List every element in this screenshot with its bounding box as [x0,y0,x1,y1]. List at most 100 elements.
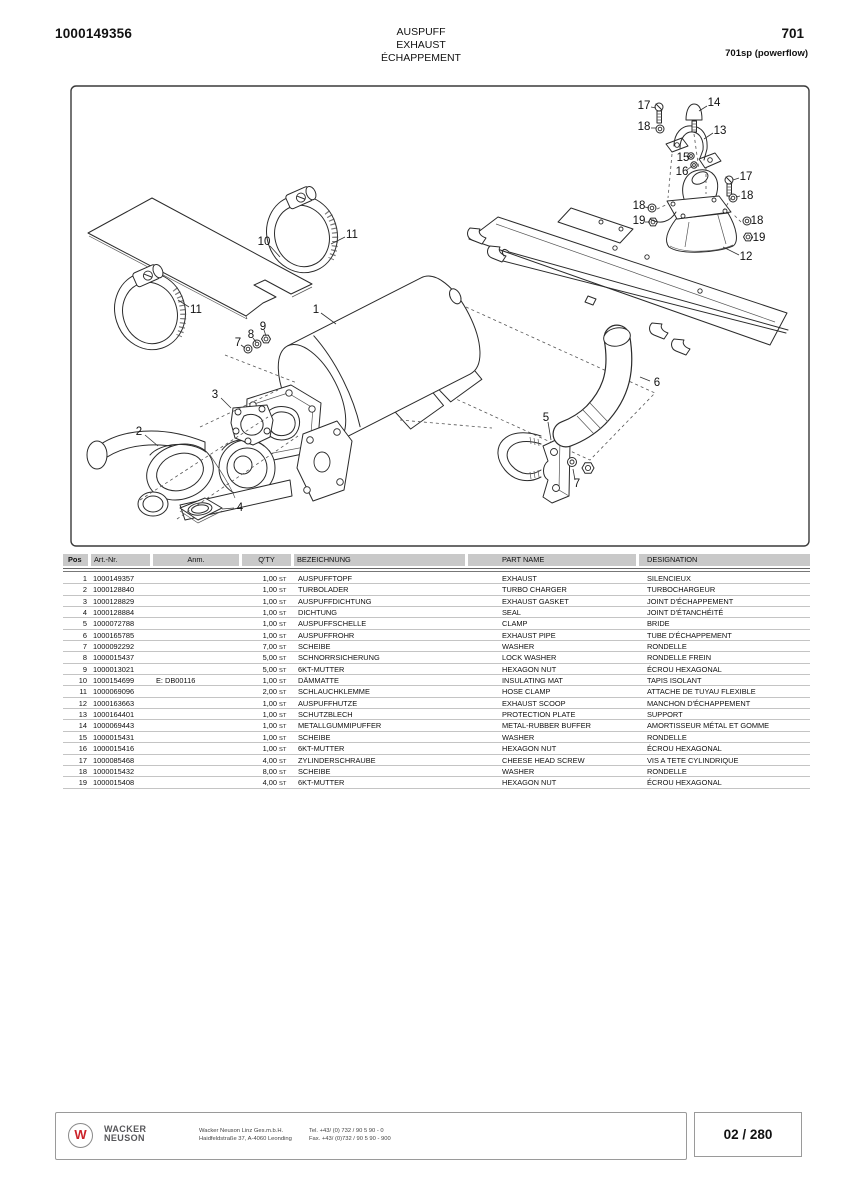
cell-partname: EXHAUST SCOOP [502,698,566,708]
part-callout-number: 18 [633,200,646,212]
cell-artnr: 1000015431 [93,732,135,742]
callout-leader [252,337,257,343]
part-callout-number: 17 [638,100,651,112]
cell-anm: E: DB00116 [156,676,196,686]
part-callout-number: 11 [346,229,358,241]
cell-artnr: 1000128829 [93,596,135,606]
cell-anm [153,573,242,583]
cell-artnr: 1000015408 [93,778,135,788]
cheese-head-screw-right-part [724,175,734,197]
part-callout-number: 3 [212,389,218,401]
callout-leader [686,155,691,158]
cell-artnr: 1000072788 [93,619,135,629]
cell-pos: 9 [82,664,87,674]
col-header-partname: PART NAME [468,554,636,566]
cell-partname: LOCK WASHER [502,653,557,663]
group-code: 701 [781,26,804,41]
cell-partname: EXHAUST GASKET [502,596,569,606]
callout-leader [698,105,708,112]
cell-designation: BRIDE [647,619,670,629]
cell-pos: 3 [82,596,87,606]
cell-pos: 19 [78,778,87,788]
col-header-qty: Q'TY [242,554,291,566]
callout-leader [320,312,337,325]
cell-anm [153,607,242,617]
cell-partname: WASHER [502,732,535,742]
cell-designation: RONDELLE [647,732,687,742]
cell-bezeichnung: SCHEIBE [298,732,331,742]
cell-anm [153,720,242,730]
callout-leader [144,434,159,447]
callout-leader [650,106,657,109]
cell-designation: TAPIS ISOLANT [647,676,702,686]
cell-partname: EXHAUST [502,574,537,583]
cheese-head-screw-top-part [654,102,664,124]
cell-pos: 13 [78,710,87,720]
insulating-mat-part [87,197,313,320]
metal-rubber-buffer-part [685,103,703,133]
cell-pos: 15 [78,732,87,742]
cell-partname: HEXAGON NUT [502,778,557,788]
title-french: ÉCHAPPEMENT [381,52,461,64]
cell-anm [153,755,242,765]
col-header-anm: Anm. [153,554,239,566]
callout-leader [263,329,267,337]
header-divider [63,568,810,572]
callout-leader [750,236,754,239]
cell-partname: EXHAUST PIPE [502,630,556,640]
cell-partname: INSULATING MAT [502,676,563,686]
muffler-part [245,275,483,463]
company-tel: Tel. +43/ (0) 732 / 90 5 90 - 0 [309,1128,384,1134]
cell-bezeichnung: AUSPUFFSCHELLE [298,619,367,629]
exhaust-gasket-part [230,404,274,446]
cell-bezeichnung: SCHEIBE [298,642,331,652]
cell-anm [153,596,242,606]
cell-designation: VIS A TETE CYLINDRIQUE [647,755,739,765]
cell-designation: ATTACHE DE TUYAU FLEXIBLE [647,687,756,697]
small-hardware-washers-nuts [647,124,753,242]
cell-bezeichnung: ZYLINDERSCHRAUBE [298,755,376,765]
wacker-neuson-logo: W [68,1123,93,1148]
callout-leader [644,206,650,209]
company-street: Haidfeldstraße 37, A-4060 Leonding [199,1136,292,1142]
cell-artnr: 1000163663 [93,698,135,708]
cell-anm [153,630,242,640]
cell-pos: 8 [82,653,87,663]
callout-leader [703,132,714,140]
cell-pos: 2 [82,585,87,595]
hose-clamp-left-part [114,263,187,351]
cell-designation: RONDELLE [647,766,687,776]
turbocharger-part [86,420,353,521]
cell-artnr: 1000128884 [93,608,135,618]
cell-bezeichnung: SCHNORRSICHERUNG [298,653,380,663]
part-callout-number: 11 [190,304,202,316]
part-callout-number: 19 [753,232,766,244]
cell-anm [153,743,242,753]
cell-partname: CLAMP [502,619,528,629]
part-callout-number: 8 [248,329,254,341]
cell-pos: 17 [78,755,87,765]
cell-pos: 10 [78,676,87,686]
cell-anm [153,641,242,651]
callout-leader [735,195,741,198]
cell-bezeichnung: TURBOLADER [298,585,349,595]
cell-pos: 14 [78,721,87,731]
